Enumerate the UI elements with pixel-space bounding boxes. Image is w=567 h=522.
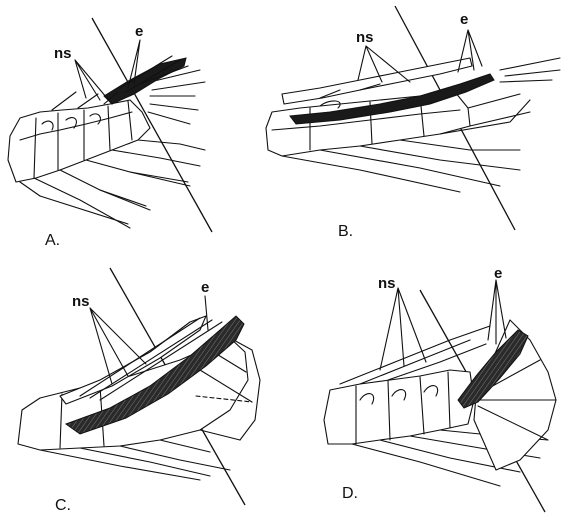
panel-c: ns e C. bbox=[18, 268, 260, 514]
panel-b-e-label: e bbox=[460, 11, 468, 28]
panel-d-e-label: e bbox=[494, 265, 502, 282]
panel-c-ns-label: ns bbox=[72, 293, 90, 310]
panel-a-caption: A. bbox=[45, 232, 60, 249]
panel-a-e-label: e bbox=[135, 23, 143, 40]
panel-b: ns e B. bbox=[266, 6, 560, 240]
panel-c-caption: C. bbox=[55, 497, 71, 514]
panel-b-ns-label: ns bbox=[356, 29, 374, 46]
panel-d: ns e D. bbox=[324, 265, 556, 512]
panel-d-ns-label: ns bbox=[378, 275, 396, 292]
panel-a: ns e A. bbox=[8, 18, 212, 249]
panel-b-caption: B. bbox=[338, 223, 353, 240]
panel-a-ns-label: ns bbox=[54, 45, 72, 62]
panel-d-caption: D. bbox=[342, 485, 358, 502]
panel-c-e-label: e bbox=[201, 279, 209, 296]
